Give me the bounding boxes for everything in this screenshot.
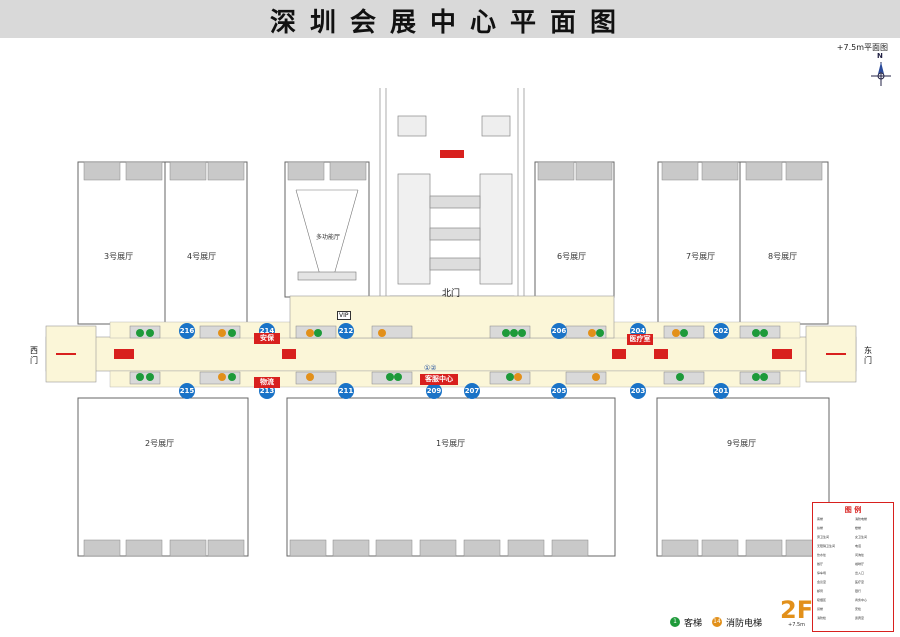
compass-icon	[871, 62, 891, 86]
elevator-key-label: 客梯	[684, 619, 703, 629]
legend-item: 贵宾室	[855, 616, 865, 620]
hall-6-outline	[534, 161, 615, 298]
hall-8-label: 8号展厅	[768, 252, 798, 261]
legend-item: 餐厅	[817, 562, 824, 566]
legend-item: 吸烟区	[817, 598, 827, 602]
hall-bays	[83, 161, 823, 557]
room-marker[interactable]: 206	[551, 323, 567, 339]
logistics-label: 物流	[254, 377, 280, 388]
legend-item: 货梯	[817, 607, 824, 611]
scale-note: +7.5m平面图	[836, 43, 888, 52]
hall-2-label: 2号展厅	[145, 439, 175, 448]
north-entrance	[379, 88, 525, 319]
room-marker[interactable]: 215	[179, 383, 195, 399]
hall-9-outline	[656, 397, 830, 557]
hall-4-label: 4号展厅	[187, 252, 217, 261]
legend-item: 楼梯	[855, 526, 862, 530]
legend-title: 图 例	[844, 506, 862, 514]
main-corridor	[45, 336, 857, 372]
legend-item: 客梯	[817, 517, 824, 521]
legend-item: 消防电梯	[855, 517, 868, 521]
room-marker[interactable]: 209	[426, 383, 442, 399]
legend-item: 无障碍卫生间	[817, 544, 836, 548]
hall-1-outline	[286, 397, 616, 557]
legend: 图 例 客梯 消防电梯 扶梯 楼梯 男卫生间 女卫生间 无障碍卫生间 电话 饮水…	[812, 502, 894, 632]
floor-height: +7.5m	[788, 622, 806, 628]
legend-item: 问询处	[855, 553, 865, 557]
room-marker[interactable]: 211	[338, 383, 354, 399]
flow-arrows	[56, 349, 846, 359]
legend-item: 电话	[855, 544, 862, 548]
legend-item: 女卫生间	[855, 535, 868, 539]
elevator-key-icon: 1	[670, 617, 680, 627]
hall-8-outline	[739, 161, 829, 325]
north-gate-label: 北门	[442, 289, 461, 299]
legend-item: 医疗室	[855, 580, 865, 584]
multi-hall-label: 多功能厅	[316, 234, 341, 241]
compass-north-label: N	[877, 52, 883, 60]
hall-7-outline	[657, 161, 741, 325]
legend-item: 出入口	[855, 571, 865, 575]
reception-label: 客服中心	[420, 374, 458, 385]
hall-1-label: 1号展厅	[436, 439, 466, 448]
room-marker[interactable]: 207	[464, 383, 480, 399]
hall-4-outline	[164, 161, 248, 325]
vip-label: VIP	[337, 311, 351, 320]
east-gate-label: 东门	[864, 346, 872, 365]
room-marker[interactable]: 216	[179, 323, 195, 339]
fire-elevator-key-icon: 14	[712, 617, 722, 627]
hall-9-label: 9号展厅	[727, 439, 757, 448]
room-marker[interactable]: 203	[630, 383, 646, 399]
fire-elevator-key-label: 消防电梯	[726, 619, 763, 629]
legend-item: 银行	[855, 589, 862, 593]
legend-item: 邮局	[817, 589, 824, 593]
legend-item: 停车场	[817, 571, 827, 575]
title-band	[0, 0, 900, 38]
legend-item: 男卫生间	[817, 535, 830, 539]
legend-item: 消防栓	[817, 616, 827, 620]
hall-7-label: 7号展厅	[686, 252, 716, 261]
map-title: 深圳会展中心平面图	[269, 8, 630, 38]
info-icon: ①②	[424, 364, 437, 372]
multi-hall-seating	[295, 189, 359, 281]
legend-item: 咖啡厅	[855, 562, 865, 566]
room-marker[interactable]: 202	[713, 323, 729, 339]
hall-3-label: 3号展厅	[104, 252, 134, 261]
legend-item: 扶梯	[817, 526, 824, 530]
legend-item: 商务中心	[855, 598, 868, 602]
west-gate-label: 西门	[30, 346, 38, 365]
legend-item: 安检	[855, 607, 862, 611]
security-label: 安保	[254, 333, 280, 344]
floor-label: 2F	[780, 596, 814, 624]
hall-3-outline	[77, 161, 166, 325]
room-marker[interactable]: 212	[338, 323, 354, 339]
legend-item: 会议室	[817, 580, 827, 584]
medical-label: 医疗室	[627, 334, 653, 345]
hall-6-label: 6号展厅	[557, 252, 587, 261]
legend-item: 饮水处	[817, 553, 827, 557]
hall-2-outline	[77, 397, 249, 557]
room-marker[interactable]: 205	[551, 383, 567, 399]
room-marker[interactable]: 201	[713, 383, 729, 399]
elevator-markers	[136, 329, 768, 381]
